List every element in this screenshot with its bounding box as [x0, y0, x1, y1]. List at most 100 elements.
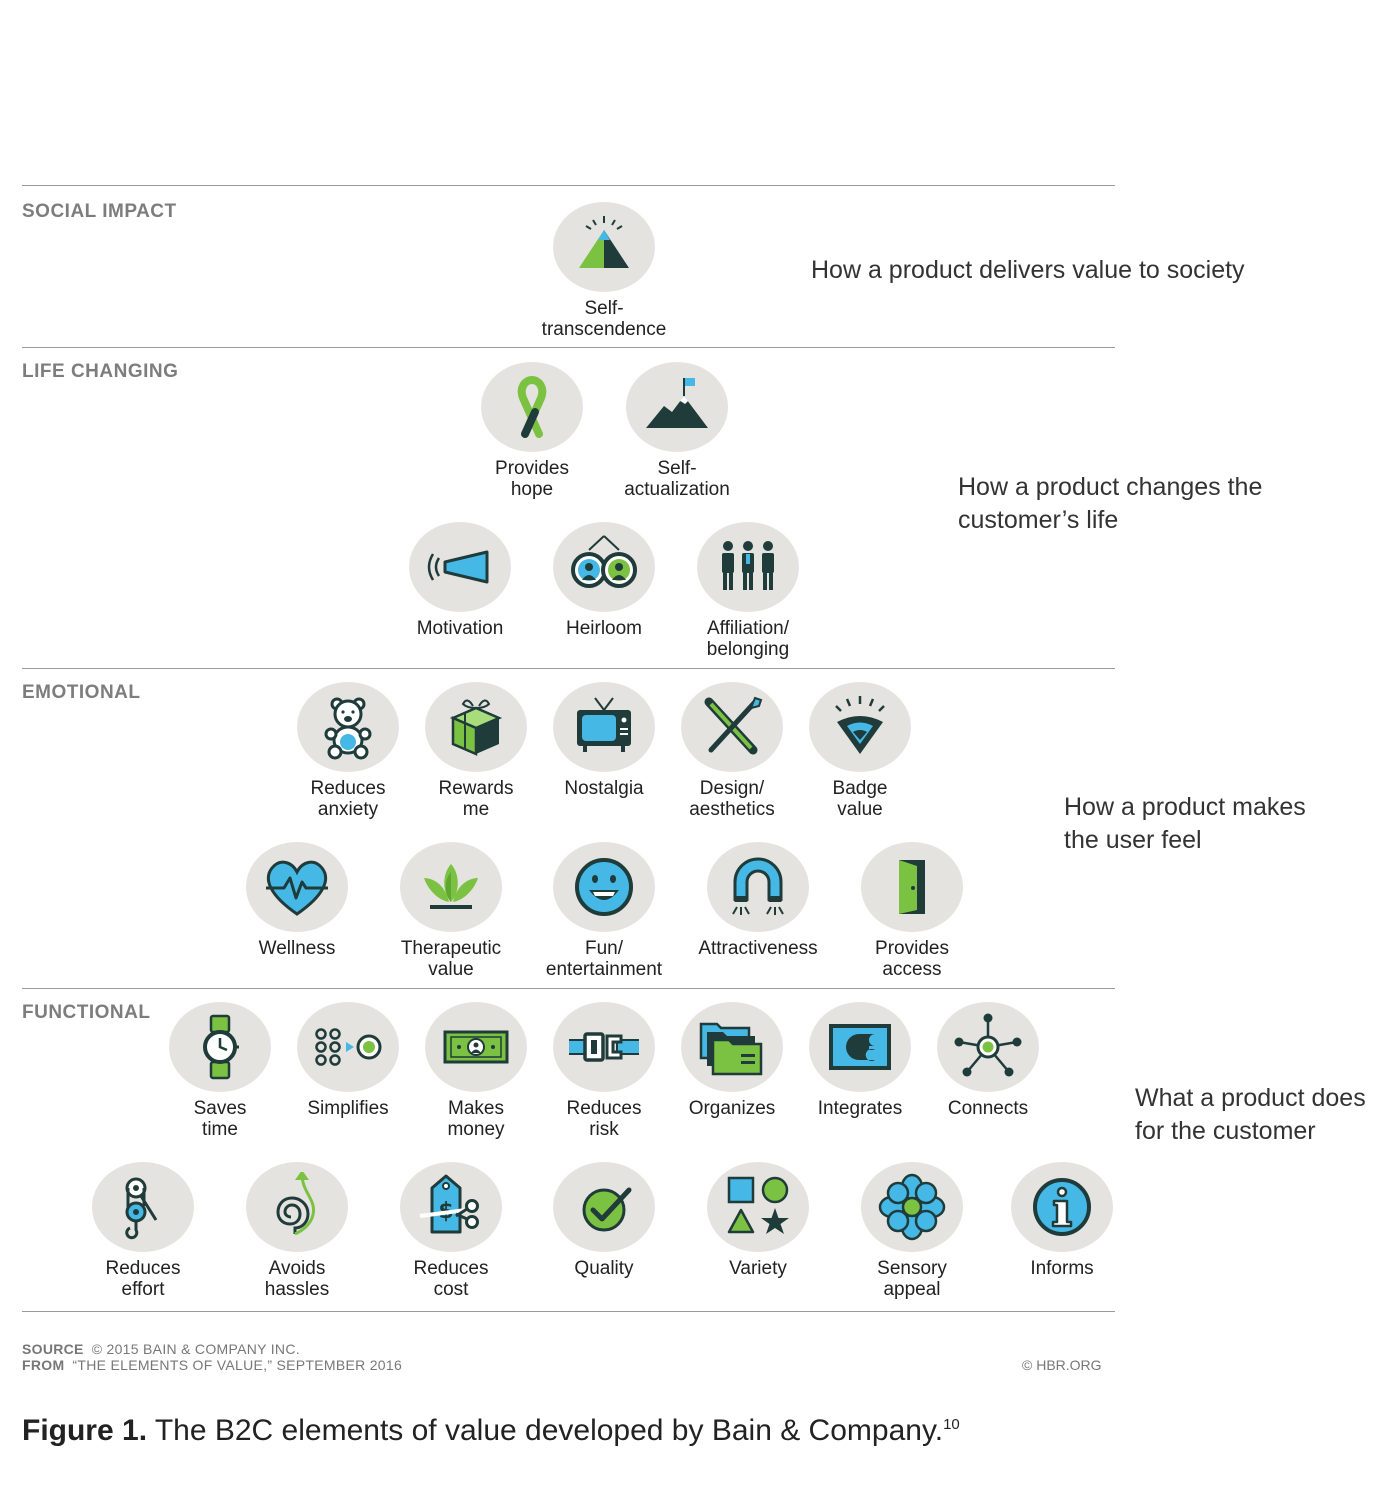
- mountain-flag-icon: [646, 378, 708, 428]
- info-icon: [1033, 1178, 1091, 1236]
- gift-box-icon: [449, 699, 503, 756]
- element-self-transcendence: Self- transcendence: [524, 202, 684, 340]
- divider-social-life: [22, 347, 1115, 348]
- element-label: Therapeutic value: [400, 938, 502, 980]
- element-makes-money: Makes money: [396, 1002, 556, 1140]
- element-saves-time: Saves time: [140, 1002, 300, 1140]
- heart-pulse-icon: [266, 860, 328, 916]
- description-life-changing: How a product changes the customer’s lif…: [958, 473, 1263, 534]
- from-label: FROM: [22, 1357, 65, 1373]
- pencil-brush-icon: [704, 696, 763, 755]
- source-text: © 2015 BAIN & COMPANY INC.: [91, 1341, 300, 1357]
- element-label: Reduces effort: [105, 1258, 181, 1300]
- magnet-icon: [732, 857, 784, 915]
- people-group-icon: [722, 541, 774, 590]
- element-fun-entertainment: Fun/ entertainment: [524, 842, 684, 980]
- tv-icon: [577, 697, 631, 752]
- element-variety: Variety: [678, 1162, 838, 1279]
- description-social-impact: How a product delivers value to society: [811, 256, 1245, 284]
- element-avoids-hassles: Avoids hassles: [217, 1162, 377, 1300]
- element-wellness: Wellness: [217, 842, 377, 959]
- element-label: Simplifies: [307, 1098, 389, 1119]
- element-therapeutic-value: Therapeutic value: [371, 842, 531, 980]
- element-label: Integrates: [817, 1098, 903, 1119]
- element-label: Rewards me: [438, 778, 514, 820]
- section-title-functional: FUNCTIONAL: [22, 1002, 151, 1023]
- folders-icon: [699, 1022, 763, 1076]
- teddy-bear-icon: [324, 697, 372, 760]
- element-organizes: Organizes: [652, 1002, 812, 1119]
- section-title-life-changing: LIFE CHANGING: [22, 361, 179, 382]
- element-label: Sensory appeal: [877, 1258, 947, 1300]
- element-simplifies: Simplifies: [268, 1002, 428, 1119]
- element-attractiveness: Attractiveness: [678, 842, 838, 959]
- element-label: Reduces anxiety: [310, 778, 386, 820]
- element-label: Motivation: [416, 618, 504, 639]
- element-provides-hope: Provides hope: [452, 362, 612, 500]
- element-label: Provides hope: [495, 458, 569, 500]
- checkmark-icon: [582, 1187, 632, 1232]
- element-label: Makes money: [447, 1098, 505, 1140]
- element-quality: Quality: [524, 1162, 684, 1279]
- element-label: Quality: [574, 1258, 634, 1279]
- element-reduces-effort: Reduces effort: [63, 1162, 223, 1300]
- source-label: SOURCE: [22, 1341, 84, 1357]
- element-affiliation-belonging: Affiliation/ belonging: [668, 522, 828, 660]
- door-icon: [899, 860, 925, 914]
- description-emotional: How a product makes the user feel: [1064, 793, 1306, 854]
- price-tag-scissors-icon: $: [419, 1174, 479, 1234]
- description-functional: What a product does for the customer: [1135, 1084, 1366, 1145]
- element-label: Self- transcendence: [541, 298, 667, 340]
- element-badge-value: Badge value: [780, 682, 940, 820]
- flower-icon: [878, 1173, 946, 1241]
- element-label: Provides access: [875, 938, 949, 980]
- element-label: Attractiveness: [698, 938, 818, 959]
- puzzle-icon: [829, 1024, 891, 1070]
- portrait-frames-icon: [571, 535, 637, 588]
- network-icon: [954, 1013, 1022, 1077]
- element-reduces-risk: Reduces risk: [524, 1002, 684, 1140]
- figure-caption-text: The B2C elements of value developed by B…: [147, 1414, 944, 1447]
- megaphone-icon: [427, 550, 489, 584]
- pyramid-icon: [579, 216, 629, 268]
- element-label: Saves time: [193, 1098, 247, 1140]
- seatbelt-icon: [569, 1032, 639, 1062]
- element-provides-access: Provides access: [832, 842, 992, 980]
- element-reduces-anxiety: Reduces anxiety: [268, 682, 428, 820]
- element-label: Design/ aesthetics: [689, 778, 775, 820]
- smiley-icon: [575, 858, 633, 916]
- element-nostalgia: Nostalgia: [524, 682, 684, 799]
- element-informs: Informs: [982, 1162, 1142, 1279]
- element-label: Reduces risk: [566, 1098, 642, 1140]
- lotus-icon: [424, 864, 478, 909]
- element-label: Fun/ entertainment: [545, 938, 663, 980]
- element-label: Avoids hassles: [264, 1258, 330, 1300]
- copyright-hbr: © HBR.ORG: [1022, 1357, 1102, 1373]
- element-rewards-me: Rewards me: [396, 682, 556, 820]
- banknote-icon: [443, 1030, 509, 1064]
- element-label: Self- actualization: [624, 458, 730, 500]
- badge-icon: [835, 696, 885, 754]
- element-integrates: Integrates: [780, 1002, 940, 1119]
- shapes-icon: [727, 1176, 789, 1234]
- figure-number: Figure 1.: [22, 1414, 148, 1447]
- element-label: Connects: [947, 1098, 1029, 1119]
- section-title-emotional: EMOTIONAL: [22, 682, 141, 703]
- element-label: Wellness: [258, 938, 336, 959]
- from-text: “THE ELEMENTS OF VALUE,” SEPTEMBER 2016: [72, 1357, 403, 1373]
- pulley-icon: [125, 1177, 158, 1240]
- element-reduces-cost: $ Reduces cost: [371, 1162, 531, 1300]
- element-connects: Connects: [908, 1002, 1068, 1119]
- divider-top: [22, 185, 1115, 186]
- element-self-actualization: Self- actualization: [597, 362, 757, 500]
- spiral-arrow-icon: [276, 1172, 315, 1236]
- divider-life-emotional: [22, 668, 1115, 669]
- element-label: Heirloom: [565, 618, 643, 639]
- element-label: Informs: [1030, 1258, 1094, 1279]
- element-label: Badge value: [832, 778, 888, 820]
- source-line: SOURCE © 2015 BAIN & COMPANY INC.: [22, 1341, 300, 1357]
- element-label: Variety: [729, 1258, 787, 1279]
- element-motivation: Motivation: [380, 522, 540, 639]
- divider-bottom: [22, 1311, 1115, 1312]
- element-label: Nostalgia: [564, 778, 644, 799]
